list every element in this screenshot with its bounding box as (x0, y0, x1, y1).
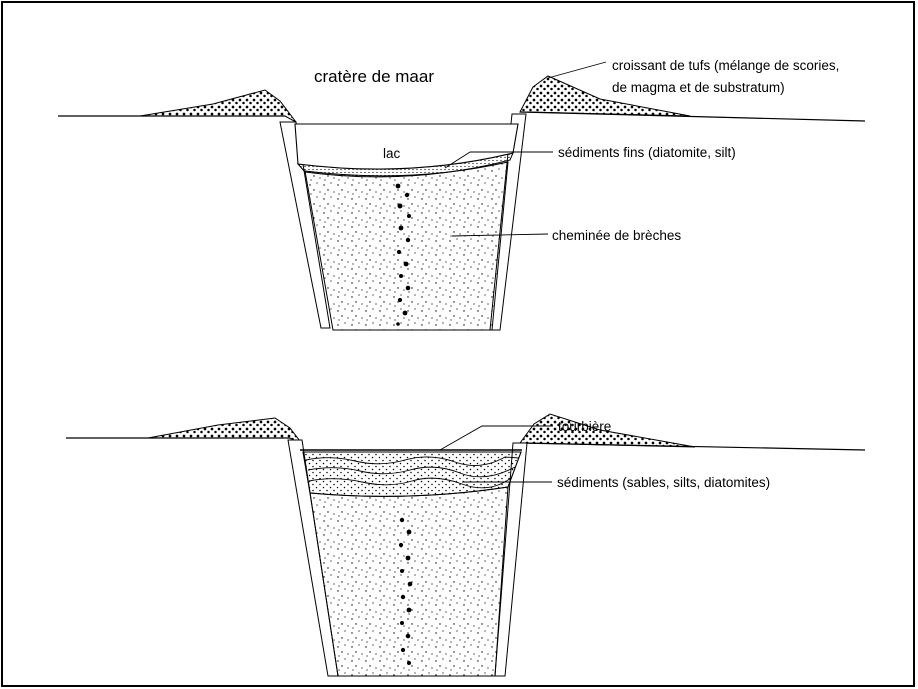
breccia-chimney-2 (310, 487, 508, 676)
label-breccia-chimney: cheminée de brèches (552, 228, 681, 243)
label-tuff-crescent-1: croissant de tufs (mélange de scories, (612, 58, 839, 73)
label-crater: cratère de maar (314, 67, 434, 86)
label-tuff-crescent-2: de magma et de substratum) (612, 80, 785, 95)
maar-lake-stage: cratère de maar lac croissant de tufs (m… (58, 58, 865, 330)
leader-tuff (548, 62, 606, 78)
tuff-crescent-left (140, 90, 296, 122)
label-lake: lac (383, 146, 401, 161)
tuff-crescent-left-2 (148, 418, 303, 445)
maar-peat-stage: tourbière sédiments (sables, silts, diat… (66, 414, 865, 676)
label-peat-bog: tourbière (558, 419, 611, 434)
label-fine-sediments: sédiments fins (diatomite, silt) (558, 145, 736, 160)
label-sediments: sédiments (sables, silts, diatomites) (557, 475, 770, 490)
breccia-chimney (305, 162, 508, 330)
